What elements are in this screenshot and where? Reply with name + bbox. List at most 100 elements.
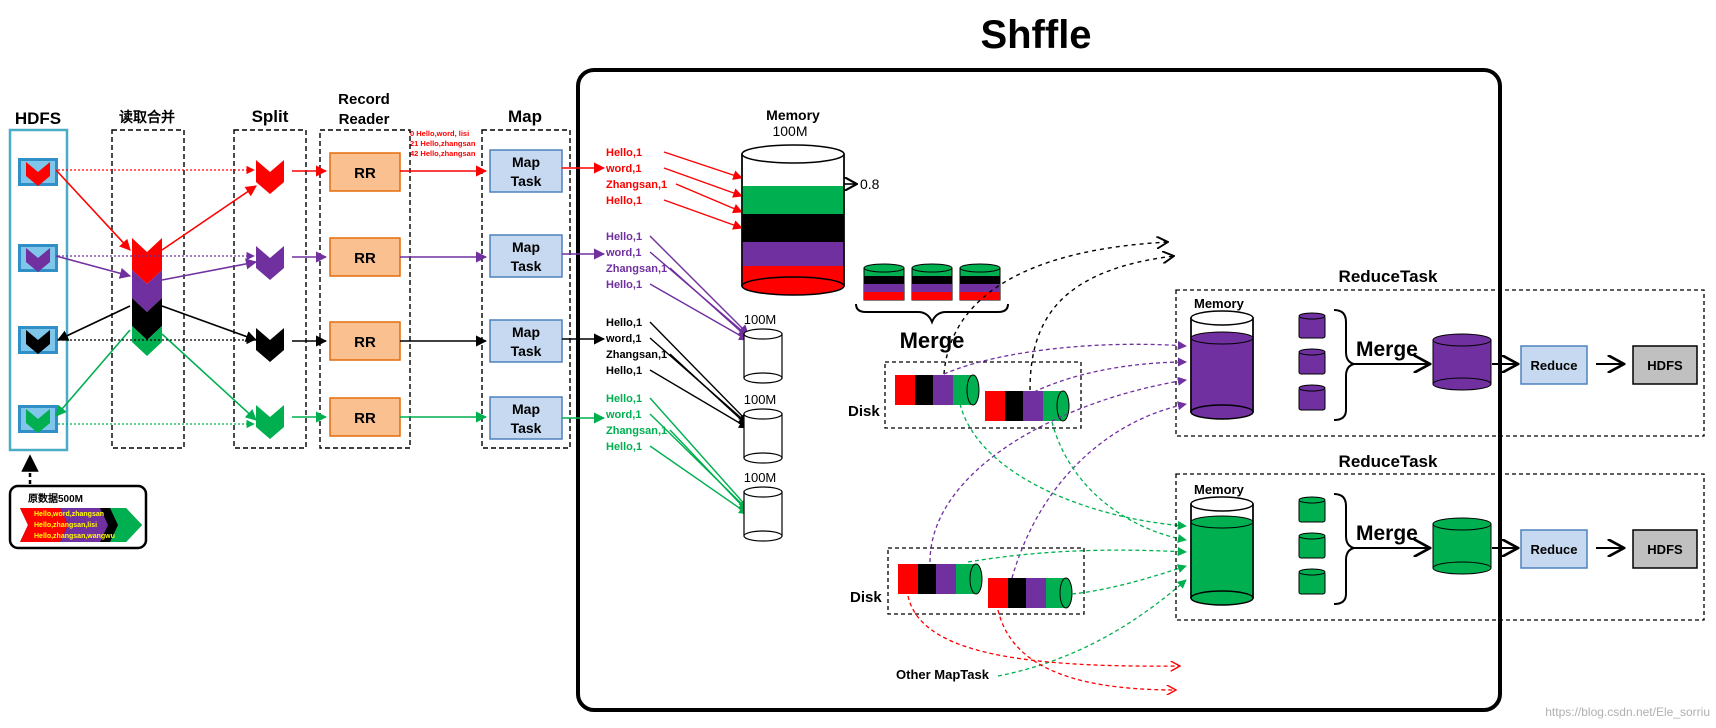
svg-text:RR: RR bbox=[354, 165, 376, 182]
memory-size: 100M bbox=[772, 123, 807, 139]
disk-group-top: Disk bbox=[848, 361, 1082, 429]
svg-text:Zhangsan,1: Zhangsan,1 bbox=[606, 349, 667, 361]
watermark-url: https://blog.csdn.net/Ele_sorriu bbox=[1545, 705, 1710, 719]
svg-text:RR: RR bbox=[354, 250, 376, 267]
svg-text:Task: Task bbox=[511, 173, 542, 189]
disk-group-bottom: Disk bbox=[850, 547, 1085, 615]
reduce-merge-label-2: Merge bbox=[1356, 522, 1418, 545]
svg-text:Task: Task bbox=[511, 420, 542, 436]
svg-text:Memory: Memory bbox=[1194, 296, 1245, 311]
hdfs-frame bbox=[8, 128, 69, 452]
svg-text:HDFS: HDFS bbox=[1647, 358, 1683, 373]
merge-read-header: 读取合并 bbox=[119, 109, 175, 125]
merged-block-stack bbox=[132, 238, 162, 356]
svg-text:Zhangsan,1: Zhangsan,1 bbox=[606, 425, 667, 437]
split-block-purple bbox=[256, 246, 284, 280]
svg-text:RR: RR bbox=[354, 410, 376, 427]
reduce-box-2: Reduce bbox=[1520, 529, 1588, 569]
map-task-box-2: Map Task bbox=[489, 234, 563, 278]
pairs-purple: Hello,1 word,1 Zhangsan,1 Hello,1 bbox=[605, 231, 667, 291]
merge-stacks bbox=[863, 263, 1001, 301]
svg-text:Disk: Disk bbox=[850, 589, 882, 606]
record-reader-box-2: RR bbox=[329, 237, 401, 277]
svg-text:Hello,zhangsan,lisi: Hello,zhangsan,lisi bbox=[34, 522, 97, 529]
svg-text:RR: RR bbox=[354, 334, 376, 351]
reduce-task-frame-2 bbox=[1175, 473, 1705, 621]
hdfs-node-icon-purple bbox=[18, 244, 58, 272]
reduce-task-title-1: ReduceTask bbox=[1339, 267, 1438, 286]
reduce-box-1: Reduce bbox=[1520, 345, 1588, 385]
svg-text:Hello,1: Hello,1 bbox=[606, 195, 642, 207]
reduce-task-frame-1 bbox=[1175, 289, 1705, 437]
svg-text:100M: 100M bbox=[744, 312, 777, 327]
merge-label: Merge bbox=[900, 328, 965, 353]
hdfs-node-icon-red bbox=[18, 158, 58, 186]
map-task-box-3: Map Task bbox=[489, 319, 563, 363]
hdfs-node-icon-black bbox=[18, 326, 58, 354]
svg-text:Reduce: Reduce bbox=[1531, 358, 1578, 373]
svg-text:Hello,1: Hello,1 bbox=[606, 317, 642, 329]
reduce-task-title-2: ReduceTask bbox=[1339, 452, 1438, 471]
pairs-red: Hello,1 word,1 Zhangsan,1 Hello,1 bbox=[605, 147, 667, 207]
reduce-memory-2 bbox=[1190, 496, 1254, 606]
svg-text:Zhangsan,1: Zhangsan,1 bbox=[606, 179, 667, 191]
reduce-memory-1 bbox=[1190, 310, 1254, 420]
svg-text:Hello,zhangsan,wangwu: Hello,zhangsan,wangwu bbox=[34, 533, 115, 540]
spill-file-3: 100M bbox=[743, 470, 783, 542]
map-frame bbox=[481, 129, 571, 449]
spill-threshold: 0.8 bbox=[860, 176, 880, 192]
svg-text:Zhangsan,1: Zhangsan,1 bbox=[606, 263, 667, 275]
record-reader-header-1: Record bbox=[338, 91, 390, 108]
source-data-box: 原数据500M Hello,word,zhangsan Hello,zhangs… bbox=[8, 484, 148, 550]
svg-text:word,1: word,1 bbox=[605, 247, 641, 259]
source-title: 原数据500M bbox=[28, 492, 83, 505]
map-header: Map bbox=[508, 107, 542, 126]
svg-text:Reduce: Reduce bbox=[1531, 542, 1578, 557]
svg-text:word,1: word,1 bbox=[605, 333, 641, 345]
record-sample-0: 0 Hello,word, lisi bbox=[410, 129, 469, 138]
shuffle-title: Shffle bbox=[980, 13, 1091, 57]
svg-text:100M: 100M bbox=[744, 470, 777, 485]
record-reader-box-4: RR bbox=[329, 397, 401, 437]
svg-text:Map: Map bbox=[512, 154, 540, 170]
map-task-box-4: Map Task bbox=[489, 396, 563, 440]
svg-text:Hello,1: Hello,1 bbox=[606, 147, 642, 159]
record-reader-box-1: RR bbox=[329, 152, 401, 192]
svg-text:Hello,word,zhangsan: Hello,word,zhangsan bbox=[34, 511, 104, 518]
pairs-black: Hello,1 word,1 Zhangsan,1 Hello,1 bbox=[605, 317, 667, 377]
reduce-hdfs-box-2: HDFS bbox=[1632, 529, 1698, 569]
reduce-merged-file-1 bbox=[1432, 333, 1492, 391]
split-block-black bbox=[256, 328, 284, 362]
spill-file-2: 100M bbox=[743, 392, 783, 464]
hdfs-node-icon-green bbox=[18, 405, 58, 433]
svg-text:Hello,1: Hello,1 bbox=[606, 279, 642, 291]
svg-text:Hello,1: Hello,1 bbox=[606, 365, 642, 377]
hdfs-header: HDFS bbox=[15, 109, 61, 128]
svg-text:word,1: word,1 bbox=[605, 163, 641, 175]
reduce-merged-file-2 bbox=[1432, 517, 1492, 575]
svg-text:Map: Map bbox=[512, 324, 540, 340]
reduce-merge-label-1: Merge bbox=[1356, 338, 1418, 361]
svg-text:Task: Task bbox=[511, 258, 542, 274]
memory-buffer bbox=[741, 144, 845, 296]
svg-text:Hello,1: Hello,1 bbox=[606, 441, 642, 453]
svg-text:Map: Map bbox=[512, 239, 540, 255]
split-frame bbox=[233, 129, 307, 449]
svg-text:100M: 100M bbox=[744, 392, 777, 407]
split-block-red bbox=[256, 160, 284, 194]
svg-text:word,1: word,1 bbox=[605, 409, 641, 421]
svg-text:Hello,1: Hello,1 bbox=[606, 393, 642, 405]
record-sample-2: 42 Hello,zhangsan bbox=[410, 149, 476, 158]
svg-text:Memory: Memory bbox=[1194, 482, 1245, 497]
svg-text:Hello,1: Hello,1 bbox=[606, 231, 642, 243]
reduce-segments-1 bbox=[1298, 312, 1326, 411]
shuffle-frame bbox=[576, 68, 1502, 712]
record-sample-1: 21 Hello,zhangsan bbox=[410, 139, 476, 148]
record-reader-frame bbox=[319, 129, 411, 449]
pairs-green: Hello,1 word,1 Zhangsan,1 Hello,1 bbox=[605, 393, 667, 453]
svg-text:Map: Map bbox=[512, 401, 540, 417]
memory-title: Memory bbox=[766, 107, 820, 123]
merge-read-frame bbox=[111, 129, 185, 449]
other-maptask-label: Other MapTask bbox=[896, 667, 990, 682]
